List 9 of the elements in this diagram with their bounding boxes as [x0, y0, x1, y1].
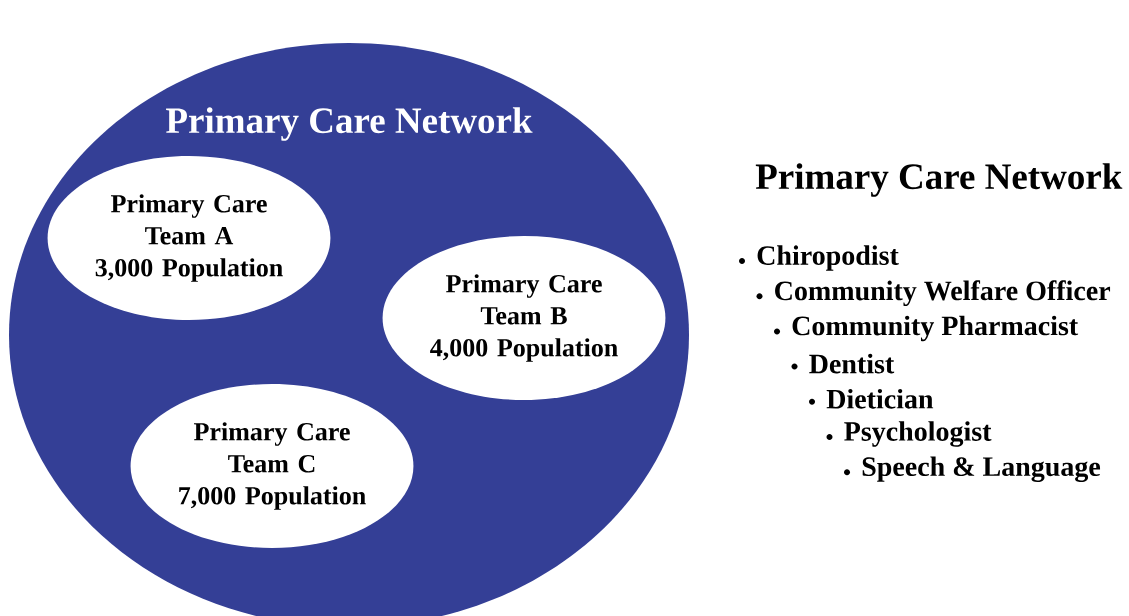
list-item: Dentist [791, 353, 895, 374]
list-item: Psychologist [826, 421, 992, 447]
list-item: Speech & Language [844, 456, 1101, 482]
list-item: Community Welfare Officer [756, 280, 1111, 307]
list-item: Chiropodist [739, 245, 899, 271]
circle-heading: Primary Care Network [166, 107, 533, 141]
list-item: Community Pharmacist [774, 315, 1079, 342]
list-item: Dietician [809, 388, 934, 409]
list-heading: Primary Care Network [755, 163, 1123, 197]
